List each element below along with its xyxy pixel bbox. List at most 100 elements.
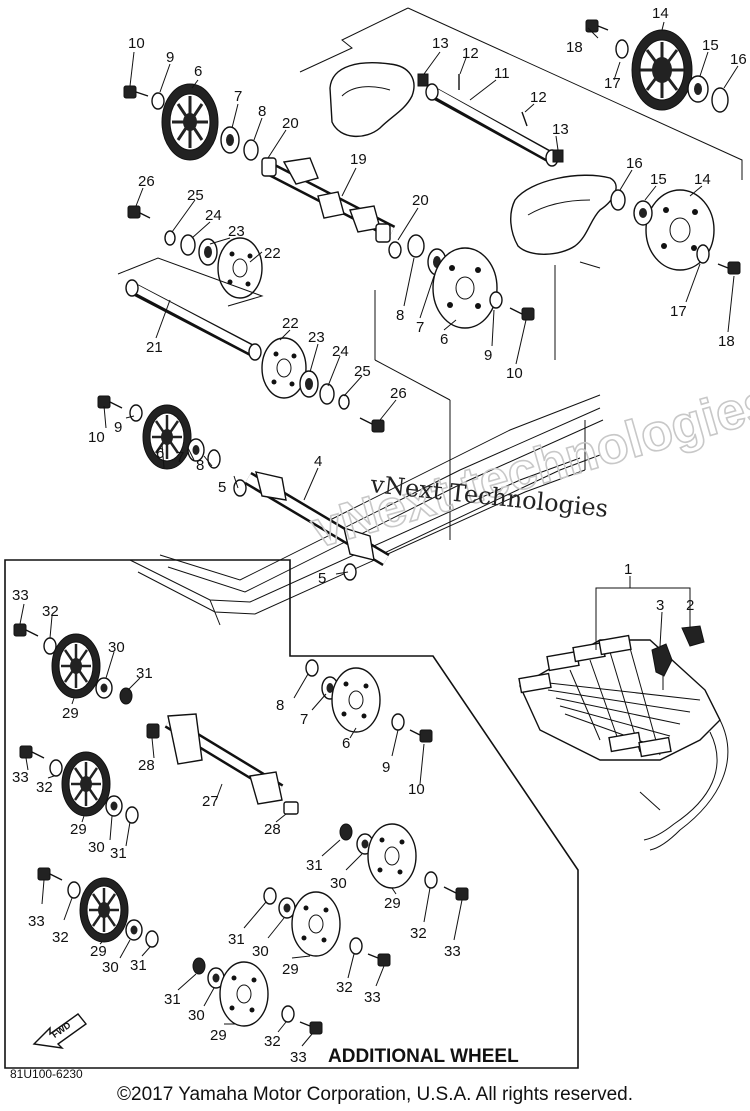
callout-33-c: 33 xyxy=(28,913,45,930)
callout-9: 9 xyxy=(166,49,174,66)
callout-6-b: 6 xyxy=(440,331,448,348)
callout-25-b: 25 xyxy=(354,363,371,380)
callout-19: 19 xyxy=(350,151,367,168)
callout-27: 27 xyxy=(202,793,219,810)
callout-24-b: 24 xyxy=(332,343,349,360)
track-clip-3 xyxy=(651,643,673,690)
callout-8: 8 xyxy=(258,103,266,120)
track-clip-2 xyxy=(681,625,705,647)
callout-13: 13 xyxy=(432,35,449,52)
callout-8-d: 8 xyxy=(276,697,284,714)
shaft-21 xyxy=(117,257,264,361)
callout-10-c: 10 xyxy=(88,429,105,446)
callout-22: 22 xyxy=(264,245,281,262)
washer-9-left xyxy=(129,404,143,422)
callout-16: 16 xyxy=(730,51,747,68)
callout-30-b: 30 xyxy=(88,839,105,856)
washer-32-c xyxy=(67,881,81,899)
callout-33-b: 33 xyxy=(12,769,29,786)
bolt-10-top xyxy=(123,85,149,99)
callout-33-f: 33 xyxy=(290,1049,307,1066)
callout-31-f: 31 xyxy=(164,991,181,1008)
washer-17-top xyxy=(615,39,629,59)
wheel-29-f xyxy=(219,961,269,1027)
wheel-29-c xyxy=(79,877,129,943)
bolt-28-a xyxy=(146,723,160,739)
callout-labels: 10 9 6 7 8 20 19 20 26 25 24 23 22 13 12… xyxy=(12,5,747,1066)
seal-8-lower xyxy=(305,659,319,677)
washer-32-e xyxy=(349,937,363,955)
callout-32-f: 32 xyxy=(264,1033,281,1050)
washer-25-top xyxy=(164,230,176,246)
idler-wheel-6-center xyxy=(432,247,498,329)
callout-18-b: 18 xyxy=(718,333,735,350)
callout-23: 23 xyxy=(228,223,245,240)
callout-16-b: 16 xyxy=(626,155,643,172)
callout-32-a: 32 xyxy=(42,603,59,620)
nut-31-d xyxy=(339,823,353,841)
bolt-33-d xyxy=(443,886,469,901)
nut-31-c xyxy=(145,930,159,948)
callout-14-b: 14 xyxy=(694,171,711,188)
callout-23-b: 23 xyxy=(308,329,325,346)
clip-13-bottom xyxy=(552,149,564,163)
bolt-10-left xyxy=(97,395,123,409)
callout-11: 11 xyxy=(494,65,510,82)
wheel-29-d xyxy=(367,823,417,889)
callout-6: 6 xyxy=(194,63,202,80)
bolt-20 xyxy=(388,241,402,259)
washer-17-right xyxy=(696,244,710,264)
callout-20-b: 20 xyxy=(412,192,429,209)
callout-25: 25 xyxy=(187,187,204,204)
copyright-notice: ©2017 Yamaha Motor Corporation, U.S.A. A… xyxy=(117,1084,633,1105)
callout-10: 10 xyxy=(128,35,145,52)
callout-32-d: 32 xyxy=(410,925,427,942)
slide-rails xyxy=(129,394,604,626)
idler-wheel-6-left xyxy=(142,404,192,470)
callout-12: 12 xyxy=(462,45,479,62)
callout-26-b: 26 xyxy=(390,385,407,402)
callout-29-a: 29 xyxy=(62,705,79,722)
callout-29-e: 29 xyxy=(282,961,299,978)
bolt-33-a xyxy=(13,623,39,637)
callout-31-c: 31 xyxy=(130,957,147,974)
seal-16-right xyxy=(610,189,626,211)
callout-9-c: 9 xyxy=(114,419,122,436)
seal-24-bottom xyxy=(319,383,335,405)
callout-5-b: 5 xyxy=(318,570,326,587)
fwd-arrow-icon: FWD xyxy=(32,1013,88,1049)
callout-6-c: 6 xyxy=(156,445,164,462)
callout-15: 15 xyxy=(702,37,719,54)
drive-track-1 xyxy=(518,587,729,851)
callout-30-f: 30 xyxy=(188,1007,205,1024)
callout-5: 5 xyxy=(218,479,226,496)
wheel-22-bottom xyxy=(261,337,307,399)
seal-8-top xyxy=(243,139,259,161)
callout-32-b: 32 xyxy=(36,779,53,796)
rear-bracket-right xyxy=(510,174,617,255)
callout-28-b: 28 xyxy=(264,821,281,838)
callout-33-e: 33 xyxy=(364,989,381,1006)
callout-2: 2 xyxy=(686,597,694,614)
rear-bracket-left xyxy=(329,62,415,138)
callout-31-d: 31 xyxy=(306,857,323,874)
washer-32-f xyxy=(281,1005,295,1023)
idler-wheel-6-upper-left xyxy=(161,83,219,161)
callout-15-b: 15 xyxy=(650,171,667,188)
callout-8-b: 8 xyxy=(396,307,404,324)
callout-30-d: 30 xyxy=(330,875,347,892)
callout-24: 24 xyxy=(205,207,222,224)
callout-20: 20 xyxy=(282,115,299,132)
callout-14: 14 xyxy=(652,5,669,22)
callout-21: 21 xyxy=(146,339,163,356)
washer-32-b xyxy=(49,759,63,777)
bolt-18-right xyxy=(717,261,741,275)
callout-3: 3 xyxy=(656,597,664,614)
bolt-10-mid xyxy=(509,307,535,321)
washer-9-mid xyxy=(489,291,503,309)
pin-12-bottom xyxy=(521,111,528,127)
callout-31-a: 31 xyxy=(136,665,153,682)
callout-32-c: 32 xyxy=(52,929,69,946)
callout-32-e: 32 xyxy=(336,979,353,996)
